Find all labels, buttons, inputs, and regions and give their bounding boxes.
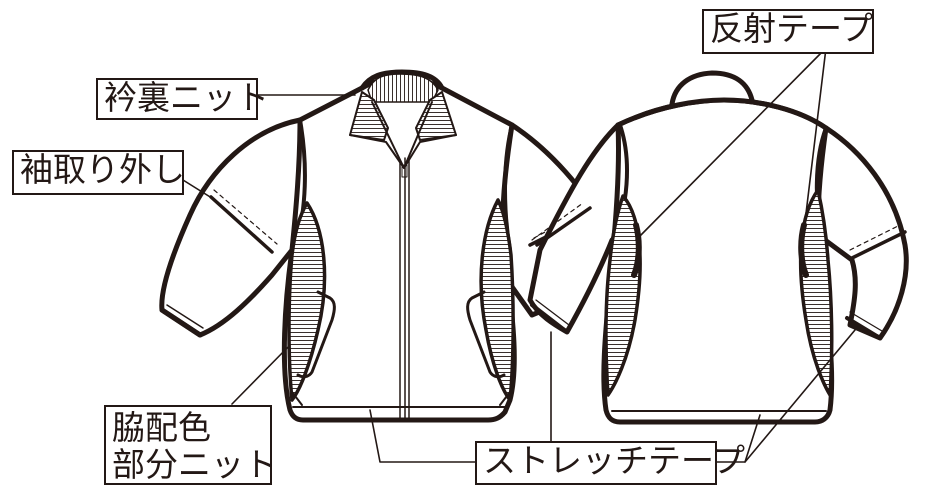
callout-sleeve-label: 袖取り外し (20, 150, 185, 189)
callout-stretch-label: ストレッチテープ (483, 441, 746, 480)
back-right-sleeve (822, 125, 909, 341)
back-collar (669, 70, 755, 107)
callout-side-knit: 脇配色 部分ニット (104, 405, 277, 485)
front-jacket (159, 69, 608, 423)
front-collar-left-lapel (349, 91, 389, 141)
back-right-reflective-tape (798, 222, 809, 278)
front-right-side-knit (479, 198, 515, 402)
back-left-reflective-tape (631, 222, 642, 278)
callout-collar-label: 衿裏ニット (104, 78, 269, 117)
front-left-side-knit (287, 201, 327, 402)
callout-collar-knit: 衿裏ニット (96, 78, 269, 120)
callout-sleeve-detach: 袖取り外し (12, 150, 185, 195)
callout-stretch-tape: ストレッチテープ (475, 441, 746, 485)
callout-side-label-line1: 脇配色 (112, 408, 211, 447)
callout-lines (182, 47, 856, 463)
callout-side-label-line2: 部分ニット (112, 445, 277, 484)
callout-reflective-tape: 反射テープ (702, 9, 874, 54)
front-left-sleeve (159, 117, 303, 338)
back-jacket (527, 70, 909, 425)
callout-reflective-label: 反射テープ (710, 9, 874, 48)
